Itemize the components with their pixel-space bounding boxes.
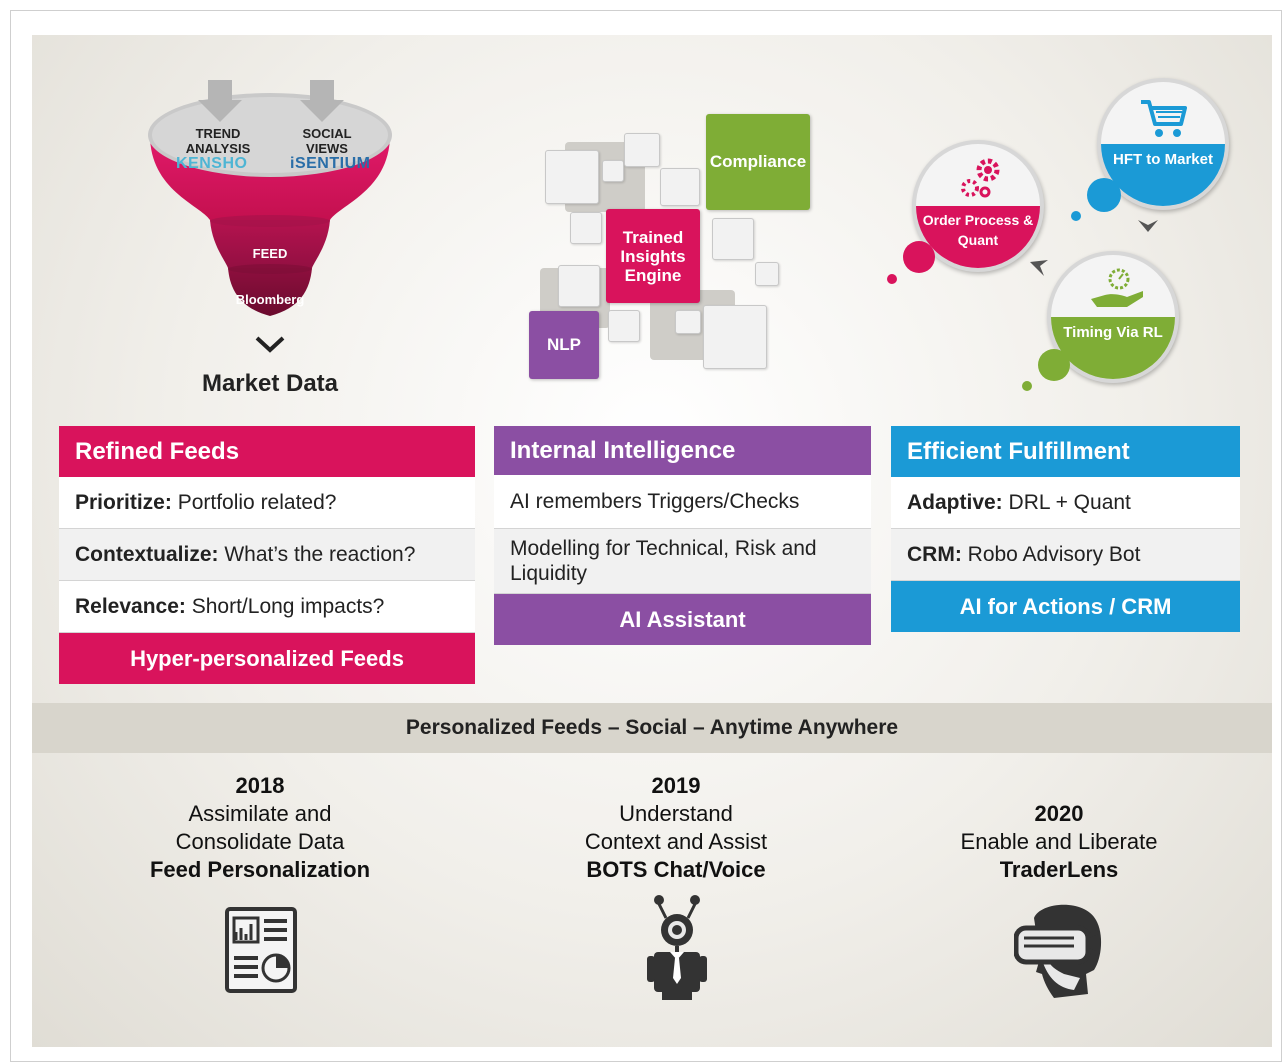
card-row: AI remembers Triggers/Checks <box>494 475 871 529</box>
robot-bot-icon <box>647 895 707 1000</box>
tile-square <box>703 305 767 369</box>
pink-dot <box>887 274 897 284</box>
feed-label: FEED <box>252 246 288 261</box>
blue-dot <box>1071 211 1081 221</box>
funnel-graphic <box>148 80 392 353</box>
pink-dot <box>903 241 935 273</box>
card-row: Contextualize: What’s the reaction? <box>59 529 475 581</box>
isentium-logo-text: iSENTIUM <box>290 155 371 172</box>
ai-for-actions-footer: AI for Actions / CRM <box>891 581 1240 632</box>
ai-assistant-footer: AI Assistant <box>494 594 871 645</box>
card-row: Adaptive: DRL + Quant <box>891 477 1240 529</box>
row-text: Modelling for Technical, Risk and Liquid… <box>510 537 817 585</box>
tile-square <box>675 310 701 334</box>
social-views-label: SOCIAL VIEWS <box>302 126 352 156</box>
timeline-desc: Assimilate and <box>188 801 332 826</box>
timeline-desc: Understand <box>619 801 733 826</box>
vr-headset-icon <box>1014 904 1102 998</box>
timing-bubble: Timing Via RL <box>1047 251 1179 383</box>
tile-square <box>558 265 600 307</box>
order-process-bubble: Order Process & Quant <box>912 140 1044 272</box>
green-dot <box>1022 381 1032 391</box>
row-key: Adaptive: <box>907 490 1003 514</box>
card-row: Modelling for Technical, Risk and Liquid… <box>494 529 871 594</box>
timeline-name: BOTS Chat/Voice <box>586 857 766 882</box>
timeline-2019: 2019 Understand Context and Assist BOTS … <box>526 772 826 884</box>
row-text: Short/Long impacts? <box>185 594 385 618</box>
row-text: Portfolio related? <box>171 490 337 514</box>
timeline-desc: Consolidate Data <box>175 829 345 854</box>
row-key: CRM: <box>907 542 962 566</box>
timeline-year: 2019 <box>651 773 701 798</box>
trend-analysis-label: TREND ANALYSIS <box>185 126 251 156</box>
row-text: What’s the reaction? <box>218 542 416 566</box>
tile-square <box>755 262 779 286</box>
tile-square <box>660 168 700 206</box>
timeline-desc: Context and Assist <box>584 829 768 854</box>
gears-icon <box>961 158 1000 198</box>
hft-label: HFT to Market <box>1101 144 1225 206</box>
kensho-logo-text: KENSHO <box>176 155 248 172</box>
hand-stopwatch-icon <box>1091 268 1143 307</box>
row-text: AI remembers Triggers/Checks <box>510 489 800 513</box>
internal-intelligence-header: Internal Intelligence <box>494 426 871 475</box>
report-document-icon <box>225 907 297 993</box>
trained-insights-engine-tile: Trained Insights Engine <box>606 209 700 303</box>
row-text: Robo Advisory Bot <box>961 542 1141 566</box>
market-data-caption: Market Data <box>201 370 339 397</box>
timeline-desc: Enable and Liberate <box>960 829 1158 854</box>
blue-dot <box>1087 178 1121 212</box>
row-key: Contextualize: <box>75 542 219 566</box>
row-key: Prioritize: <box>75 490 172 514</box>
timeline-2018: 2018 Assimilate and Consolidate Data Fee… <box>110 772 410 884</box>
timeline-year: 2018 <box>235 773 285 798</box>
card-row: Relevance: Short/Long impacts? <box>59 581 475 633</box>
nlp-tile: NLP <box>529 311 599 379</box>
timeline-name: TraderLens <box>999 857 1119 882</box>
hft-bubble: HFT to Market <box>1097 78 1229 210</box>
hyper-personalized-feeds-footer: Hyper-personalized Feeds <box>59 633 475 684</box>
tile-square <box>624 133 660 167</box>
tile-square <box>712 218 754 260</box>
refined-feeds-header: Refined Feeds <box>59 426 475 477</box>
tile-square <box>602 160 624 182</box>
order-process-label: Order Process & Quant <box>916 206 1040 268</box>
card-row: Prioritize: Portfolio related? <box>59 477 475 529</box>
tile-square <box>608 310 640 342</box>
tile-square <box>570 212 602 244</box>
bloomberg-label: Bloomberg <box>235 292 305 307</box>
banner-bar: Personalized Feeds – Social – Anytime An… <box>32 703 1272 753</box>
timeline-year: 2020 <box>1034 801 1084 826</box>
shopping-cart-icon <box>1141 100 1187 137</box>
timeline-name: Feed Personalization <box>149 857 371 882</box>
card-row: CRM: Robo Advisory Bot <box>891 529 1240 581</box>
arrow-down-icon <box>1138 220 1158 232</box>
tile-square <box>545 150 599 204</box>
compliance-tile: Compliance <box>706 114 810 210</box>
arrow-up-left-icon <box>1030 260 1048 276</box>
row-text: DRL + Quant <box>1002 490 1131 514</box>
green-dot <box>1038 349 1070 381</box>
efficient-fulfillment-header: Efficient Fulfillment <box>891 426 1240 477</box>
timeline-2020: 2020 Enable and Liberate TraderLens <box>909 800 1209 884</box>
timing-label: Timing Via RL <box>1051 317 1175 379</box>
row-key: Relevance: <box>75 594 186 618</box>
